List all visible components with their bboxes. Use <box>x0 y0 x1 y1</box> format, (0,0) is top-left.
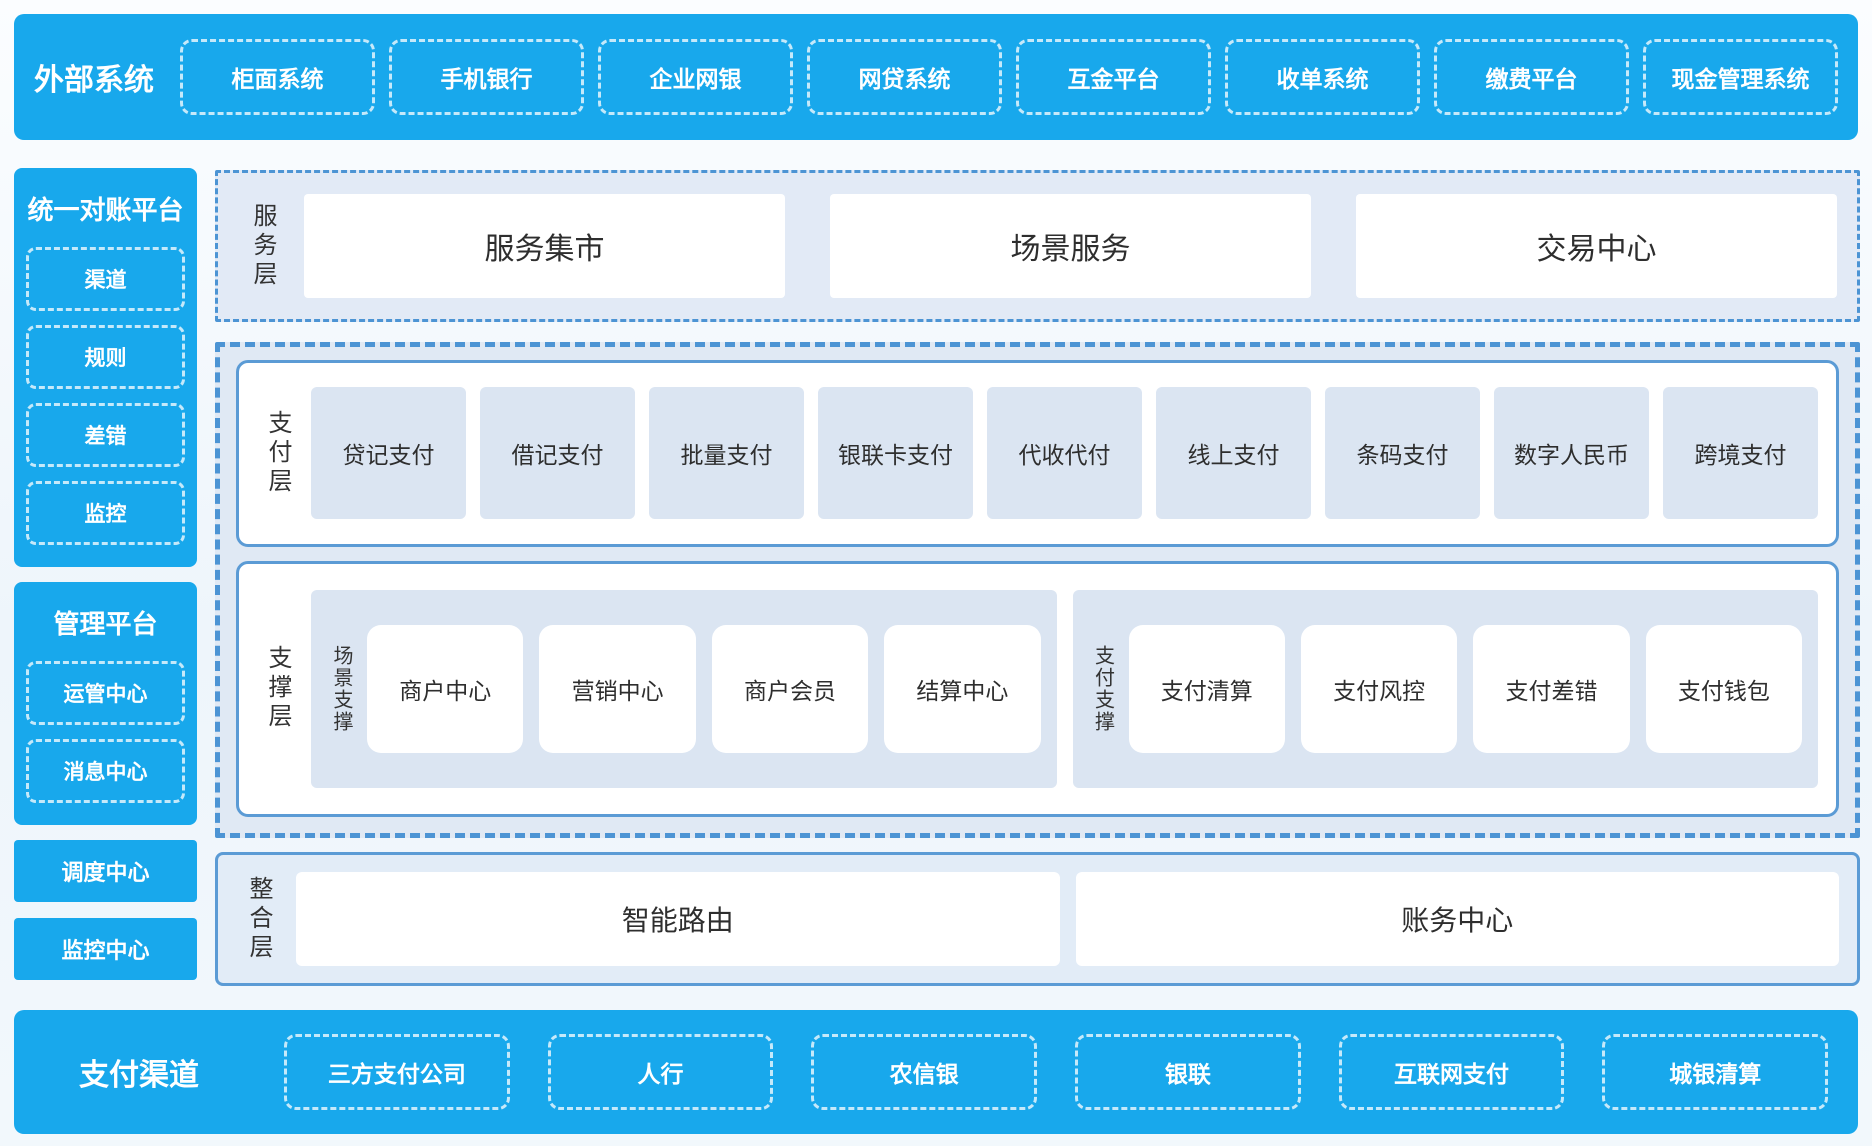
reconciliation-platform-title: 统一对账平台 <box>27 195 184 225</box>
payment-item-batch: 批量支付 <box>649 387 804 520</box>
reconciliation-item-discrepancy: 差错 <box>26 403 185 467</box>
service-layer-section: 服务层 服务集市 场景服务 交易中心 <box>215 170 1860 322</box>
dispatch-center-box: 调度中心 <box>14 840 197 902</box>
external-system-item-bill-payment: 缴费平台 <box>1434 39 1629 115</box>
support-layer-section: 支撑层 场景支撑 商户中心 营销中心 商户会员 结算中心 支付支撑 支付清算 支… <box>236 560 1839 817</box>
service-item-transaction-center: 交易中心 <box>1356 194 1837 298</box>
external-system-item-corporate-ebank: 企业网银 <box>598 39 793 115</box>
payment-layer-section: 支付层 贷记支付 借记支付 批量支付 银联卡支付 代收代付 线上支付 条码支付 … <box>236 360 1839 547</box>
payment-item-collection-agency: 代收代付 <box>987 387 1142 520</box>
support-item-payment-discrepancy: 支付差错 <box>1473 624 1630 753</box>
payment-item-online: 线上支付 <box>1156 387 1311 520</box>
payment-item-digital-rmb: 数字人民币 <box>1494 387 1649 520</box>
integration-layer-section: 整合层 智能路由 账务中心 <box>215 852 1860 986</box>
service-item-service-market: 服务集市 <box>304 194 785 298</box>
scene-support-label: 场景支撑 <box>330 644 352 733</box>
reconciliation-item-channel: 渠道 <box>26 247 185 311</box>
payment-item-unionpay-card: 银联卡支付 <box>818 387 973 520</box>
channel-item-unionpay: 银联 <box>1075 1034 1301 1110</box>
reconciliation-item-monitoring: 监控 <box>26 481 185 545</box>
integration-item-smart-routing: 智能路由 <box>296 872 1060 966</box>
support-item-payment-clearing: 支付清算 <box>1128 624 1285 753</box>
integration-layer-label: 整合层 <box>245 875 272 963</box>
reconciliation-item-rules: 规则 <box>26 325 185 389</box>
payment-item-cross-border: 跨境支付 <box>1663 387 1818 520</box>
external-system-item-internet-finance: 互金平台 <box>1016 39 1211 115</box>
payment-item-credit: 贷记支付 <box>311 387 466 520</box>
payment-channels-items: 三方支付公司 人行 农信银 银联 互联网支付 城银清算 <box>284 1034 1829 1110</box>
payment-item-debit: 借记支付 <box>480 387 635 520</box>
external-system-item-counter: 柜面系统 <box>180 39 375 115</box>
support-group-scene: 场景支撑 商户中心 营销中心 商户会员 结算中心 <box>311 589 1057 788</box>
external-system-item-cash-management: 现金管理系统 <box>1643 39 1838 115</box>
service-layer-label: 服务层 <box>249 202 276 290</box>
support-item-settlement-center: 结算中心 <box>884 624 1041 753</box>
support-group-payment: 支付支撑 支付清算 支付风控 支付差错 支付钱包 <box>1072 589 1818 788</box>
support-item-payment-risk-control: 支付风控 <box>1300 624 1458 753</box>
external-systems-label: 外部系统 <box>34 64 154 97</box>
reconciliation-platform-block: 统一对账平台 渠道 规则 差错 监控 <box>14 168 197 567</box>
channel-item-rural-credit: 农信银 <box>811 1034 1038 1110</box>
payment-support-label: 支付支撑 <box>1091 644 1114 733</box>
channel-item-third-party: 三方支付公司 <box>284 1034 510 1110</box>
core-layers-container: 支付层 贷记支付 借记支付 批量支付 银联卡支付 代收代付 线上支付 条码支付 … <box>215 342 1860 838</box>
payment-layer-label: 支付层 <box>264 409 291 497</box>
payment-channels-bar: 支付渠道 三方支付公司 人行 农信银 银联 互联网支付 城银清算 <box>14 1010 1858 1134</box>
management-platform-title: 管理平台 <box>53 609 158 639</box>
channel-item-pboc: 人行 <box>547 1034 774 1110</box>
integration-item-accounting-center: 账务中心 <box>1075 872 1839 966</box>
management-platform-block: 管理平台 运管中心 消息中心 <box>14 582 197 825</box>
support-item-marketing-center: 营销中心 <box>539 624 696 753</box>
external-system-item-acquiring: 收单系统 <box>1225 39 1420 115</box>
management-item-operations-center: 运管中心 <box>26 661 185 725</box>
support-item-merchant-center: 商户中心 <box>367 624 524 753</box>
support-item-merchant-member: 商户会员 <box>711 624 869 753</box>
external-system-item-mobile-banking: 手机银行 <box>389 39 584 115</box>
external-system-item-online-loan: 网贷系统 <box>807 39 1002 115</box>
management-item-message-center: 消息中心 <box>26 739 185 803</box>
channel-item-city-bank-clearing: 城银清算 <box>1602 1034 1829 1110</box>
payment-channels-label: 支付渠道 <box>79 1059 199 1092</box>
monitoring-center-box: 监控中心 <box>14 918 197 980</box>
service-item-scene-service: 场景服务 <box>830 194 1311 298</box>
support-item-payment-wallet: 支付钱包 <box>1645 624 1802 753</box>
support-layer-label: 支撑层 <box>264 645 291 733</box>
payment-item-barcode: 条码支付 <box>1325 387 1480 520</box>
external-systems-items: 柜面系统 手机银行 企业网银 网贷系统 互金平台 收单系统 缴费平台 现金管理系… <box>180 39 1838 115</box>
channel-item-internet-payment: 互联网支付 <box>1338 1034 1565 1110</box>
external-systems-bar: 外部系统 柜面系统 手机银行 企业网银 网贷系统 互金平台 收单系统 缴费平台 … <box>14 14 1858 140</box>
